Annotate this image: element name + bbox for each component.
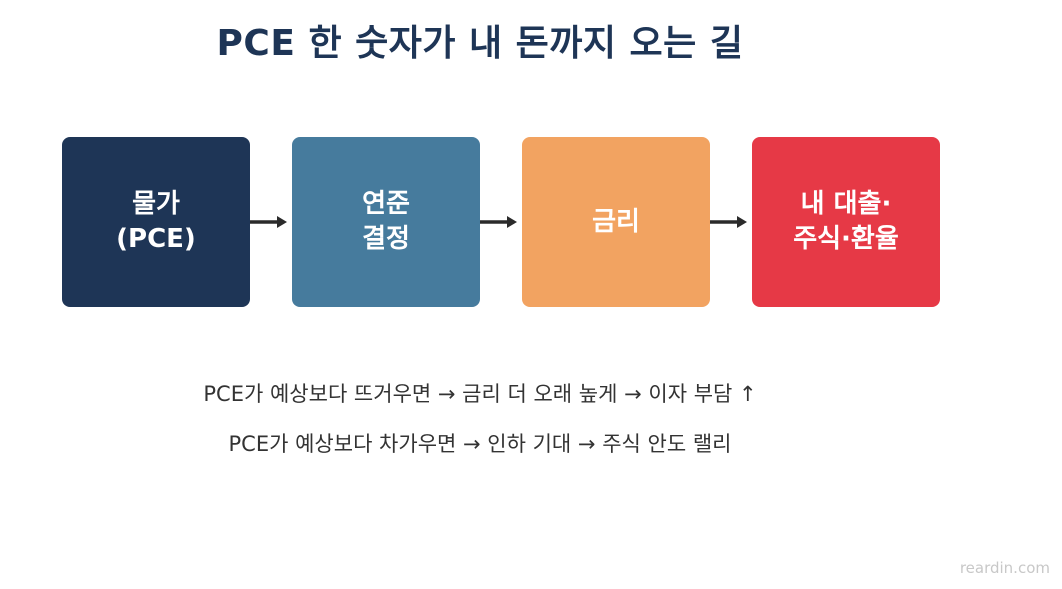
- step-box-my-money: 내 대출· 주식·환율: [752, 137, 940, 307]
- arrow-icon: [710, 216, 747, 228]
- step-box-fed-decision: 연준 결정: [292, 137, 480, 307]
- watermark: reardin.com: [959, 559, 1050, 577]
- step-box-inflation: 물가 (PCE): [62, 137, 250, 307]
- step-label-fed-decision: 연준 결정: [362, 189, 410, 254]
- step-label-my-money: 내 대출· 주식·환율: [793, 189, 899, 254]
- caption-hot-scenario: PCE가 예상보다 뜨거우면 → 금리 더 오래 높게 → 이자 부담 ↑: [203, 382, 757, 406]
- page-title: PCE 한 숫자가 내 돈까지 오는 길: [216, 23, 744, 64]
- step-box-interest-rate: 금리: [522, 137, 710, 307]
- arrow-icon: [480, 216, 517, 228]
- step-label-inflation: 물가 (PCE): [116, 189, 196, 254]
- caption-cool-scenario: PCE가 예상보다 차가우면 → 인하 기대 → 주식 안도 랠리: [228, 432, 732, 456]
- arrow-icon: [250, 216, 287, 228]
- step-label-interest-rate: 금리: [592, 206, 640, 237]
